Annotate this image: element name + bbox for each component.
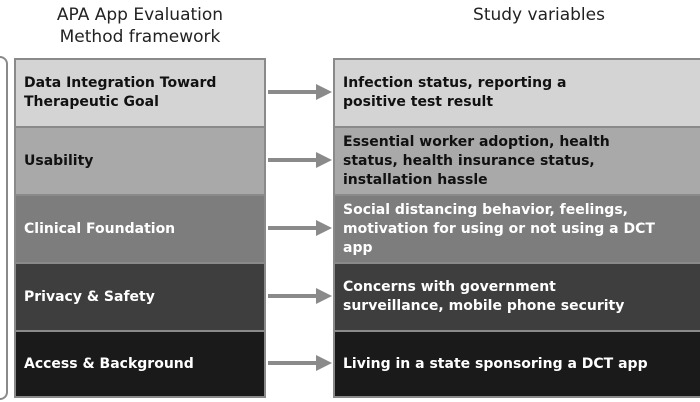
framework-heading-line2: Method framework [59,27,221,47]
left-bracket [0,56,8,400]
variables-box-infection-status: Infection status, reporting a positive t… [333,58,700,128]
arrow-right-icon [268,220,332,236]
framework-heading-line1: APA App Evaluation [56,5,224,25]
variables-label: Concerns with government surveillance, m… [343,279,625,314]
variables-box-social-distancing: Social distancing behavior, feelings, mo… [333,194,700,264]
arrow-right-icon [268,84,332,100]
arrow-right-icon [268,355,332,371]
framework-label: Data Integration Toward Therapeutic Goal [24,75,217,110]
framework-box-privacy-safety: Privacy & Safety [14,262,266,332]
framework-box-usability: Usability [14,126,266,196]
variables-label: Essential worker adoption, health status… [343,133,610,188]
framework-label: Clinical Foundation [24,220,176,237]
variables-label: Living in a state sponsoring a DCT app [343,355,648,372]
variables-box-essential-worker: Essential worker adoption, health status… [333,126,700,196]
framework-label: Privacy & Safety [24,288,155,305]
variables-label: Social distancing behavior, feelings, mo… [343,201,655,256]
framework-heading: APA App Evaluation Method framework [14,4,266,48]
framework-box-data-integration: Data Integration Toward Therapeutic Goal [14,58,266,128]
framework-label: Usability [24,152,94,169]
variables-box-state-sponsoring: Living in a state sponsoring a DCT app [333,330,700,398]
variables-label: Infection status, reporting a positive t… [343,75,567,110]
study-variables-heading: Study variables [473,5,605,25]
arrow-right-icon [268,288,332,304]
framework-label: Access & Background [24,355,194,372]
variables-box-surveillance: Concerns with government surveillance, m… [333,262,700,332]
framework-box-clinical-foundation: Clinical Foundation [14,194,266,264]
framework-box-access-background: Access & Background [14,330,266,398]
arrow-right-icon [268,152,332,168]
